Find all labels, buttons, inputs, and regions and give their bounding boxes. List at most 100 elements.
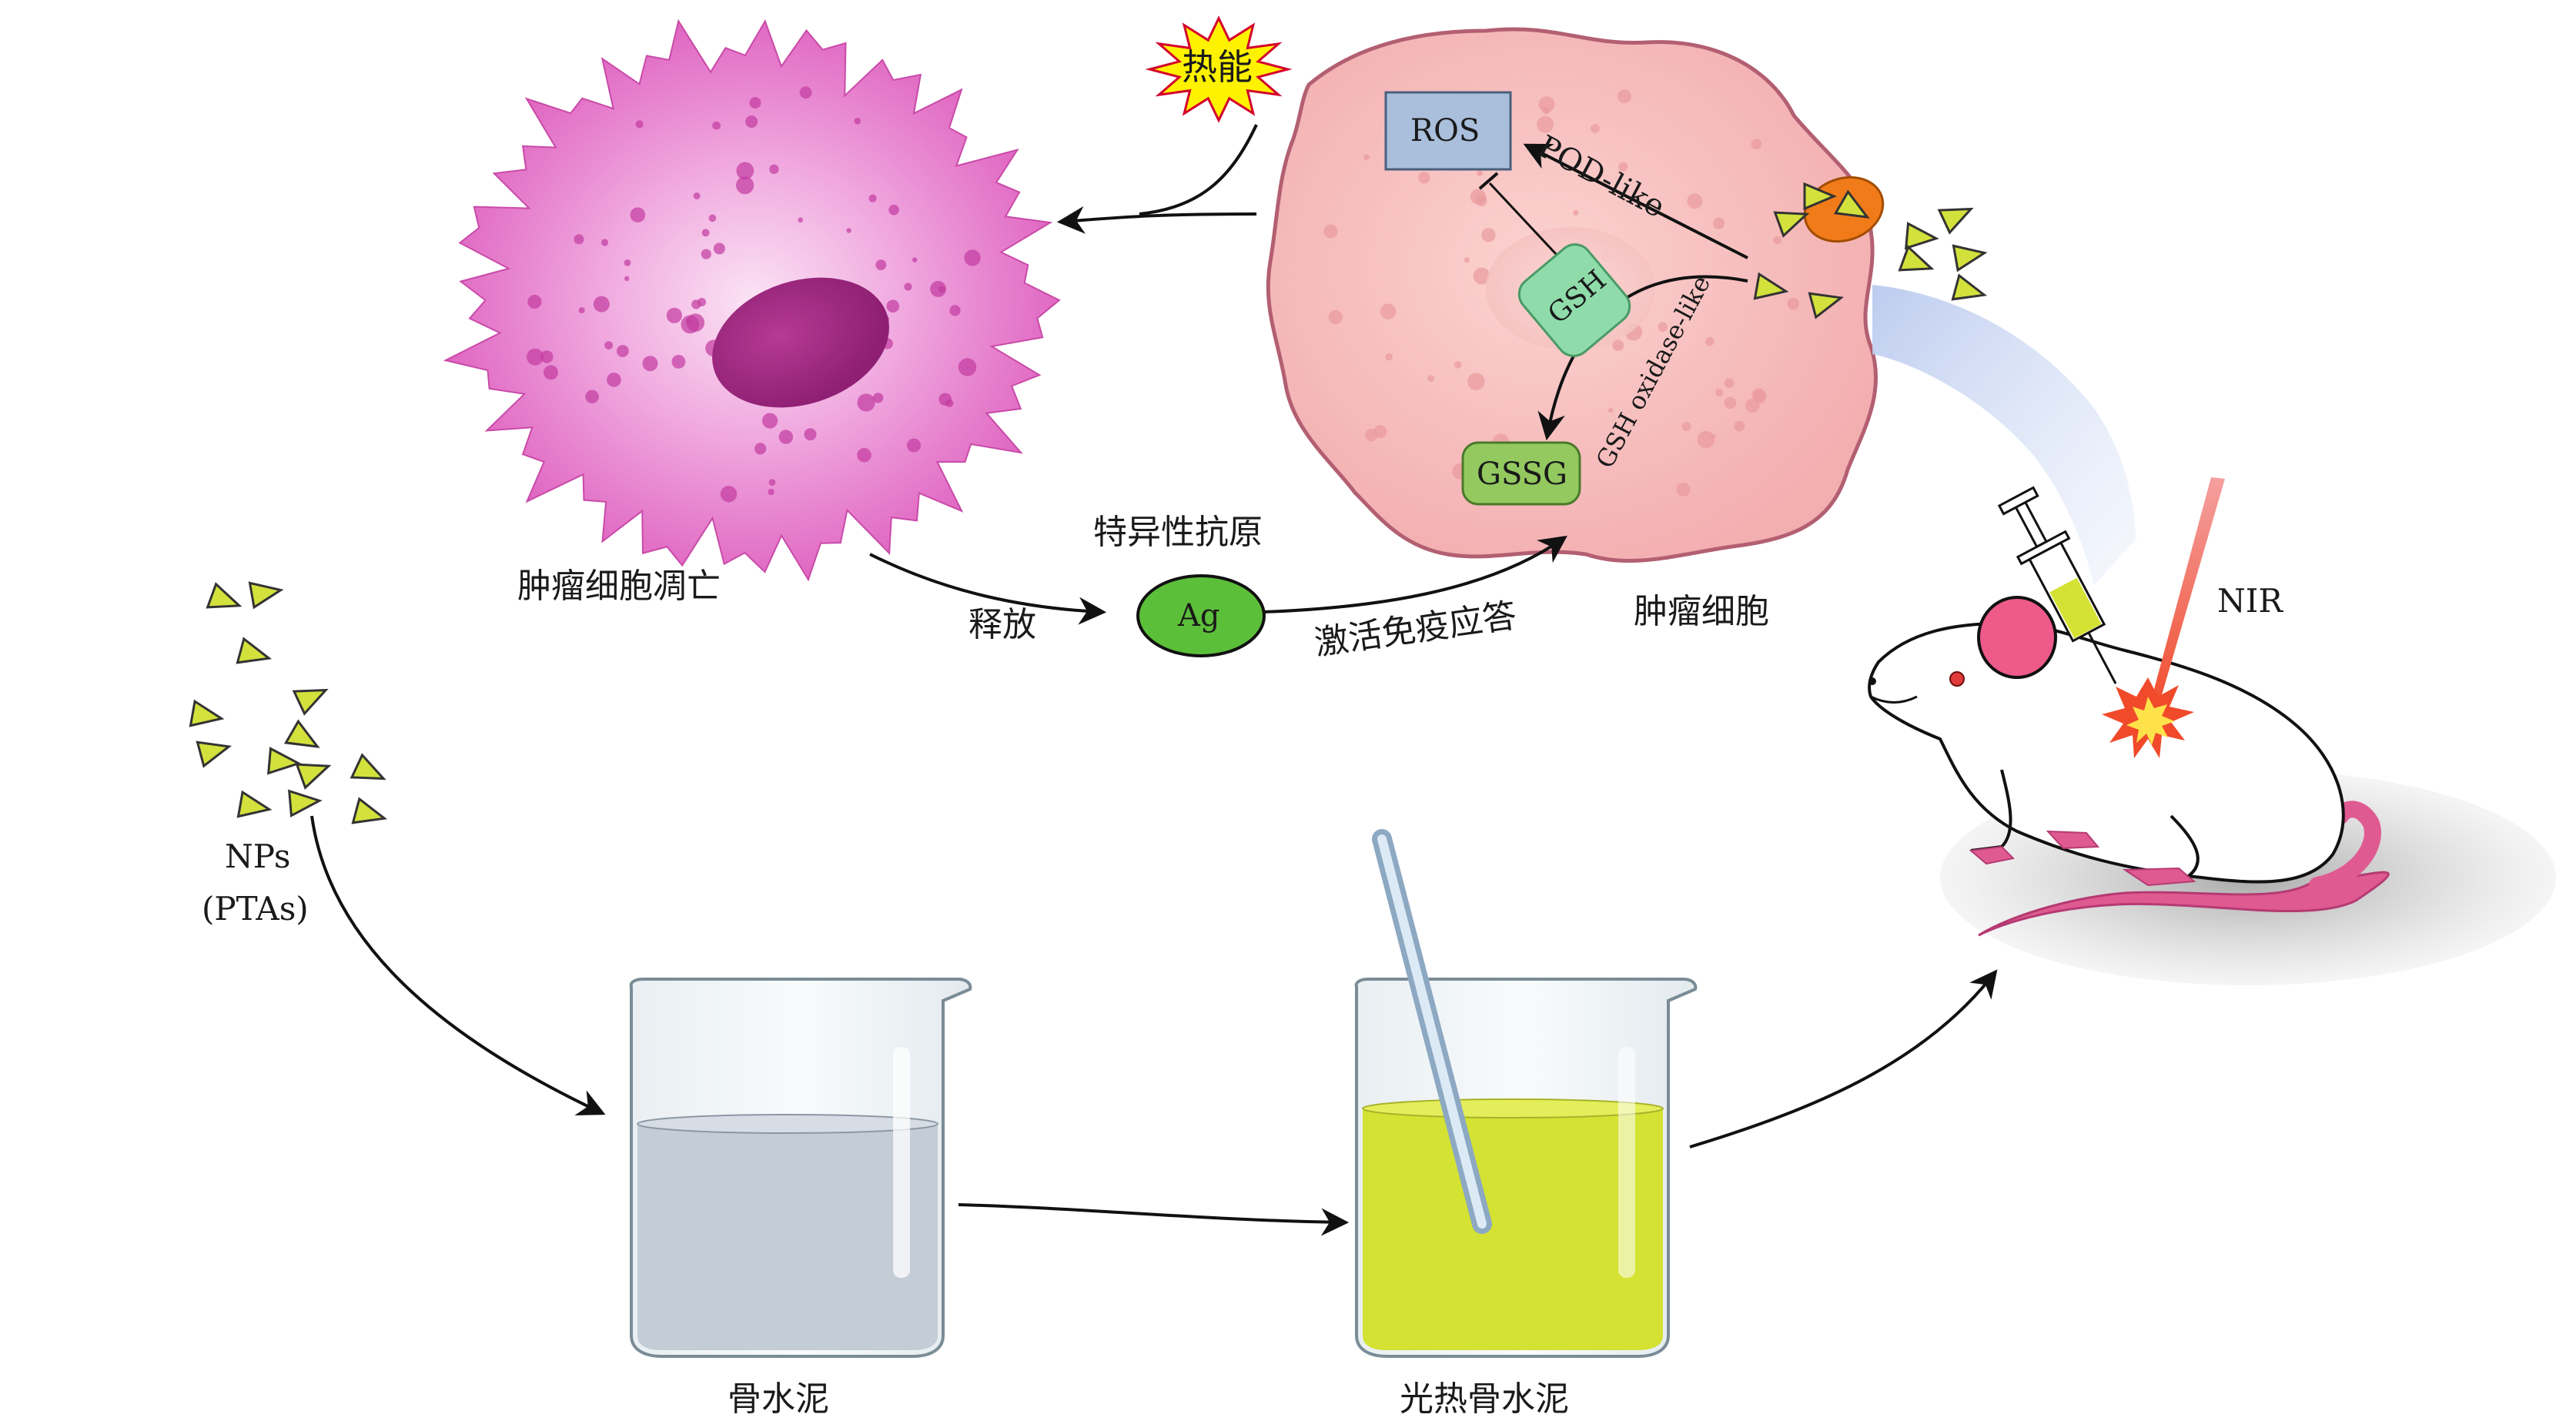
- granule-dot: [527, 294, 542, 309]
- mouse-body: [1868, 621, 2345, 884]
- gsh-inhibits-ros: [1488, 182, 1568, 267]
- granule-dot: [868, 194, 877, 202]
- granule-dot: [1418, 172, 1430, 184]
- mouse-icon: [1868, 596, 2390, 937]
- granule-dot: [762, 413, 778, 429]
- granule-dot: [912, 257, 918, 262]
- granule-dot: [1328, 309, 1343, 325]
- granule-dot: [701, 229, 710, 237]
- granule-dot: [1537, 115, 1554, 133]
- beaker-yellow-surface: [1362, 1098, 1664, 1118]
- triangle-nanoparticle-icon: [236, 637, 273, 664]
- granule-dot: [964, 249, 981, 266]
- granule-dot: [799, 86, 812, 99]
- granule-dot: [1612, 339, 1624, 351]
- granule-dot: [736, 162, 754, 180]
- granule-dot: [1323, 224, 1338, 239]
- light-beam: [1872, 285, 2136, 585]
- granule-dot: [1464, 257, 1470, 263]
- granule-dot: [585, 390, 599, 404]
- granule-dot: [1454, 361, 1462, 369]
- arrow-to-apoptosis: [1056, 206, 1257, 234]
- granule-dot: [540, 350, 554, 363]
- triangle-nanoparticle-icon: [1951, 273, 1988, 301]
- granule-dot: [945, 399, 954, 408]
- granule-dot: [578, 307, 585, 314]
- beaker-cement-gray: [637, 1124, 938, 1350]
- granule-dot: [691, 299, 701, 309]
- granule-dot: [1477, 170, 1483, 176]
- photothermal-cement-beaker: [1354, 829, 1698, 1358]
- triangle-nanoparticle-icon: [1833, 189, 1870, 219]
- syringe-icon: [1997, 486, 2117, 684]
- granule-dot: [1687, 193, 1703, 209]
- granule-dot: [1591, 124, 1600, 133]
- triangle-nanoparticle-icon: [1898, 245, 1935, 272]
- granule-dot: [768, 488, 774, 496]
- apoptosis-label: 肿瘤细胞凋亡: [517, 567, 721, 606]
- triangle-nanoparticle-icon: [295, 763, 332, 790]
- granule-dot: [1751, 388, 1765, 402]
- triangle-nanoparticle-icon: [196, 741, 233, 768]
- ag-label: Ag: [1178, 598, 1220, 634]
- triangle-nanoparticle-icon: [351, 797, 388, 824]
- granule-dot: [886, 299, 900, 313]
- apoptotic-cell-granules: [527, 86, 981, 503]
- granule-dot: [593, 296, 610, 313]
- triangle-nanoparticle-icon: [1937, 207, 1974, 235]
- granule-dot: [754, 443, 767, 455]
- mouse-hind-leg: [2170, 814, 2200, 879]
- granule-dot: [1734, 420, 1745, 432]
- mouse-tail: [1978, 871, 2390, 937]
- granule-dot: [713, 242, 725, 255]
- apoptotic-tumor-cell: [443, 18, 1061, 582]
- arrow-activate-immune: [1262, 535, 1567, 614]
- granule-dot: [642, 356, 658, 372]
- triangle-nanoparticle-icon: [1803, 182, 1837, 211]
- heat-starburst-icon: [1145, 15, 1293, 123]
- granule-dot: [736, 176, 754, 195]
- granule-dot: [749, 97, 761, 109]
- syringe-plunger-cap: [1997, 486, 2039, 516]
- granule-dot: [1724, 378, 1735, 389]
- granule-dot: [1573, 209, 1579, 216]
- granule-dot: [872, 393, 884, 403]
- ros-box: [1384, 91, 1512, 171]
- mouse-nose: [1868, 677, 1876, 685]
- triangle-nanoparticle-icon: [1773, 211, 1810, 238]
- granule-dot: [1467, 373, 1485, 391]
- mouse-tail-curl: [2309, 801, 2381, 894]
- granule-dot: [778, 430, 794, 444]
- beaker-cement-yellow: [1363, 1108, 1663, 1350]
- syringe-liquid: [2049, 577, 2102, 639]
- granule-dot: [686, 313, 705, 333]
- granule-dot: [544, 365, 558, 380]
- granule-dot: [857, 393, 875, 412]
- syringe-needle: [2087, 632, 2117, 684]
- granule-dot: [1697, 430, 1715, 449]
- arrow-to-mouse: [1689, 969, 1998, 1149]
- granule-dot: [701, 249, 711, 259]
- beaker-highlight: [893, 1047, 910, 1278]
- triangle-nanoparticle-icon: [1952, 244, 1988, 272]
- mouse-front-leg: [1970, 769, 2012, 852]
- ros-label: ROS: [1410, 113, 1480, 149]
- granule-dot: [1481, 228, 1496, 242]
- inhibition-bar: [1478, 172, 1499, 190]
- granule-dot: [1427, 375, 1434, 382]
- granule-dot: [1773, 236, 1781, 245]
- nps-label: NPs: [225, 838, 291, 875]
- mouse-front-paw: [1969, 845, 2016, 865]
- laser-impact-core: [2126, 697, 2175, 745]
- granule-dot: [1365, 429, 1378, 442]
- photothermal-cement-label: 光热骨水泥: [1400, 1379, 1569, 1419]
- granule-dot: [1618, 89, 1631, 104]
- nir-label: NIR: [2217, 582, 2283, 620]
- granule-dot: [1705, 336, 1715, 346]
- granule-dot: [617, 345, 629, 357]
- granule-dot: [693, 192, 701, 199]
- triangle-nanoparticle-icon: [189, 699, 225, 727]
- granule-dot: [1724, 396, 1737, 410]
- granule-dot: [768, 479, 776, 486]
